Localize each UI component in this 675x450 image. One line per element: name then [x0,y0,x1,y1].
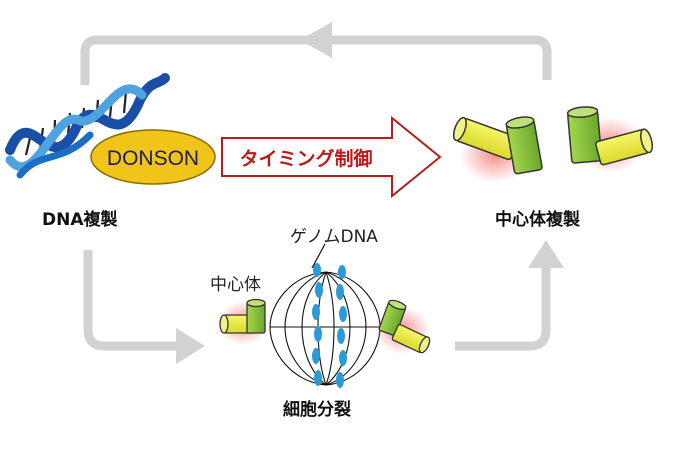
donson-label: DONSON [107,147,199,170]
centriole-pair-icon-replicated-2 [566,106,654,173]
genome-dna-chromosomes [312,263,347,388]
cycle-arrowhead-top [300,22,332,58]
cycle-arrow-left-down [83,250,185,351]
cycle-arrowhead-right [528,240,564,268]
dna-helix-icon [5,73,170,179]
genome-dna-pointer [311,243,326,269]
cycle-arrow-right-up [455,262,551,351]
centrosome-replication-label: 中心体複製 [495,210,580,230]
centriole-pair-icon-left [217,298,269,345]
cycle-arrowhead-bottom-left [176,328,205,364]
donson-protein-icon [90,129,216,185]
mitotic-spindle-icon [269,271,381,386]
centriole-pair-icon-right [374,299,431,354]
cell-division-label: 細胞分裂 [283,400,351,420]
dna-replication-label: DNA複製 [42,210,118,230]
genome-dna-label: ゲノムDNA [290,227,378,247]
timing-control-arrow [221,115,442,199]
centriole-pair-icon-replicated-1 [452,116,543,183]
timing-control-label: タイミング制御 [239,147,372,170]
centrosome-label: 中心体 [210,275,261,295]
